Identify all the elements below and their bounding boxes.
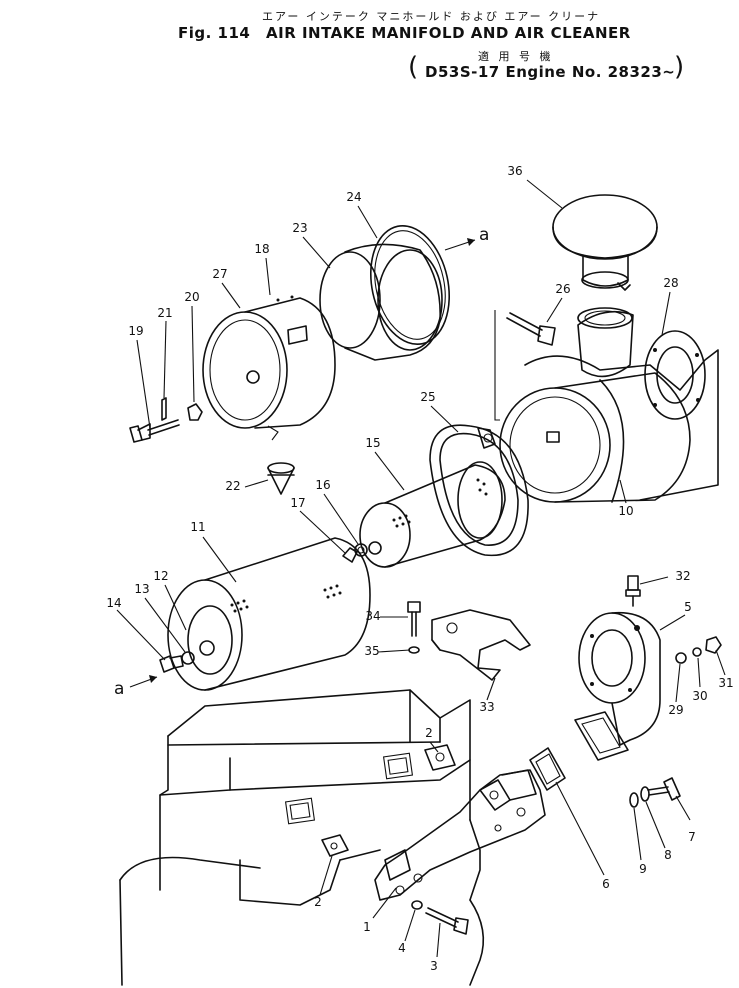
wing-nut-14 (159, 655, 184, 673)
ref-mark-a-lower: a (114, 679, 125, 699)
intake-manifold (374, 769, 546, 901)
callout-4: 4 (398, 941, 406, 955)
bolt-3 (425, 907, 469, 935)
washer-9 (629, 792, 639, 808)
callout-30: 30 (692, 689, 708, 703)
callout-13: 13 (134, 582, 150, 596)
callout-7: 7 (688, 830, 696, 844)
callout-27: 27 (212, 267, 228, 281)
air-cleaner-body (499, 307, 719, 503)
callout-20: 20 (184, 290, 200, 304)
callout-25: 25 (420, 390, 436, 404)
callout-35: 35 (364, 644, 380, 658)
callout-6: 6 (602, 877, 610, 891)
figure-title: AIR INTAKE MANIFOLD AND AIR CLEANER (266, 24, 631, 42)
mount-line (494, 310, 500, 421)
bolt-34 (407, 601, 421, 637)
callout-2-upper: 2 (425, 726, 433, 740)
bracket-33 (431, 609, 531, 681)
ring-24 (369, 224, 451, 346)
gasket-6 (529, 747, 566, 791)
cup-body-23 (319, 243, 443, 361)
callout-26: 26 (555, 282, 571, 296)
callout-32: 32 (675, 569, 691, 583)
precleaner-36 (552, 194, 658, 291)
callout-24: 24 (346, 190, 362, 204)
callout-23: 23 (292, 221, 308, 235)
nut-31 (705, 636, 722, 654)
primary-element-11 (167, 537, 371, 691)
safety-element-15 (359, 461, 506, 568)
callout-3: 3 (430, 959, 438, 973)
seal-17 (342, 547, 358, 563)
figure-label: Fig. 114 (178, 24, 251, 42)
engine-block (119, 689, 485, 986)
paren-open: ( (408, 52, 419, 82)
applicable-japanese: 適 用 号 機 (478, 50, 554, 63)
ref-arrow-lower (129, 675, 158, 688)
wing-bolt-19 (129, 419, 180, 443)
callout-15: 15 (365, 436, 381, 450)
ref-mark-a-upper: a (479, 225, 490, 245)
callout-22: 22 (225, 479, 241, 493)
washer-29 (675, 652, 687, 664)
callout-5: 5 (684, 600, 692, 614)
callout-1: 1 (363, 920, 371, 934)
cover-27 (202, 295, 336, 441)
washer-4 (411, 900, 423, 910)
callout-21: 21 (157, 306, 173, 320)
gasket-28 (644, 330, 706, 420)
washer-8 (640, 786, 650, 802)
callout-10: 10 (618, 504, 634, 518)
callout-33: 33 (479, 700, 495, 714)
callout-29: 29 (668, 703, 684, 717)
clamp-25 (429, 424, 529, 557)
gasket-2-upper (424, 744, 456, 771)
bolt-26 (506, 312, 556, 346)
callout-34: 34 (365, 609, 381, 623)
model-serial: D53S-17 Engine No. 28323~ (425, 63, 676, 81)
callout-18: 18 (254, 242, 270, 256)
fitting-32 (625, 575, 641, 607)
bolt-7 (647, 777, 681, 801)
callout-31: 31 (718, 676, 734, 690)
callout-2-lower: 2 (314, 895, 322, 909)
washer-35 (408, 646, 420, 654)
callout-16: 16 (315, 478, 331, 492)
washer-21 (161, 397, 167, 421)
washer-13 (181, 651, 195, 665)
callout-36: 36 (507, 164, 523, 178)
callout-9: 9 (639, 862, 647, 876)
valve-22 (267, 462, 295, 495)
leader-lines (116, 179, 726, 958)
lock-washer-30 (692, 647, 702, 657)
callout-28: 28 (663, 276, 679, 290)
nut-20 (187, 403, 203, 421)
callout-11: 11 (190, 520, 206, 534)
callout-12: 12 (153, 569, 169, 583)
paren-close: ) (674, 52, 685, 82)
title-japanese: エアー インテーク マニホールド および エアー クリーナ (262, 10, 601, 23)
elbow-connector (574, 611, 661, 761)
gasket-2-lower (321, 834, 349, 857)
callout-8: 8 (664, 848, 672, 862)
callout-17: 17 (290, 496, 306, 510)
ref-arrow-upper (444, 238, 476, 251)
callout-14: 14 (106, 596, 122, 610)
callout-19: 19 (128, 324, 144, 338)
